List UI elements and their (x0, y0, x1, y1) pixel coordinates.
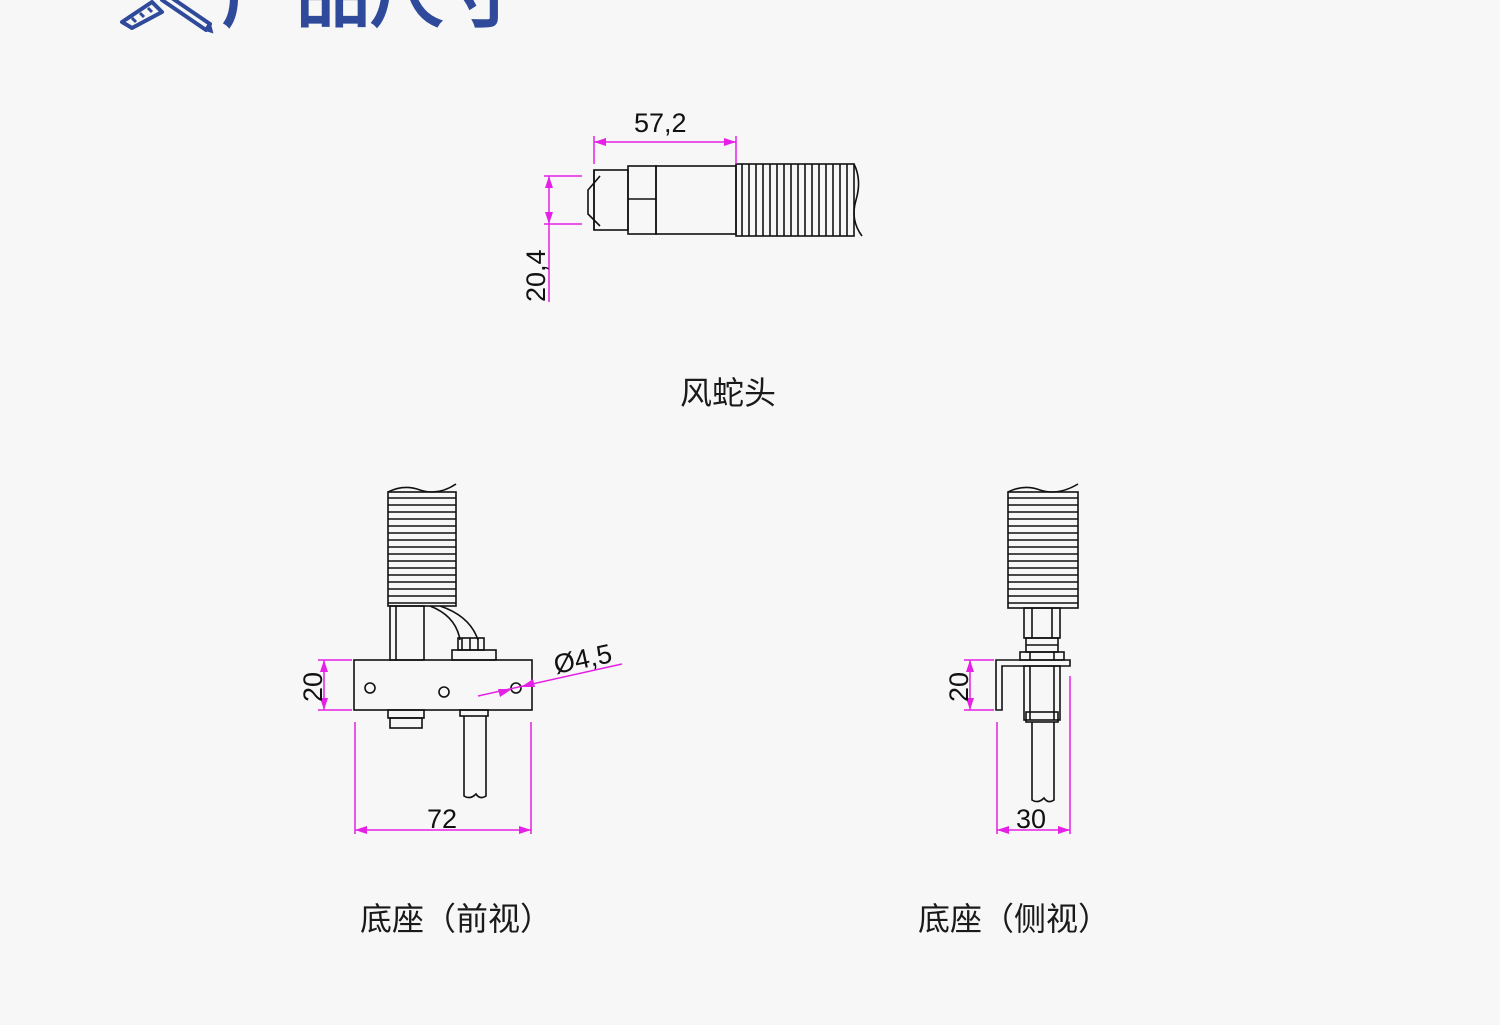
front-caption: 底座（前视） (360, 900, 552, 938)
ribbed-hose-horizontal (735, 163, 863, 237)
ribbed-hose-side (1007, 483, 1079, 609)
dim-length-label: 57,2 (634, 108, 687, 138)
side-caption: 底座（侧视） (918, 900, 1110, 938)
dim-hole-label: Ø4,5 (551, 638, 615, 680)
dim-side-height: 20 (944, 659, 994, 711)
front-view: 20 72 Ø4,5 底座（前视） (298, 483, 623, 938)
ruler-pencil-icon (120, 0, 214, 34)
dim-height-label: 20,4 (521, 249, 551, 302)
page-title: 产品尺寸 (222, 0, 518, 38)
dim-side-height-label: 20 (944, 672, 974, 702)
dim-side-width: 30 (996, 676, 1071, 834)
dim-front-width: 72 (354, 722, 532, 834)
dim-side-width-label: 30 (1016, 804, 1046, 834)
head-caption: 风蛇头 (680, 374, 776, 412)
head-view: 57,2 20,4 风蛇头 (521, 108, 863, 412)
ribbed-hose-front (387, 483, 457, 607)
header: 产品尺寸 (120, 0, 518, 38)
dim-length: 57,2 (593, 108, 737, 164)
dim-front-width-label: 72 (427, 804, 457, 834)
dim-front-height-label: 20 (298, 672, 328, 702)
side-view: 20 30 底座（侧视） (918, 483, 1110, 938)
dim-height: 20,4 (521, 175, 582, 302)
dim-hole: Ø4,5 (477, 638, 623, 697)
dim-front-height: 20 (298, 659, 352, 711)
